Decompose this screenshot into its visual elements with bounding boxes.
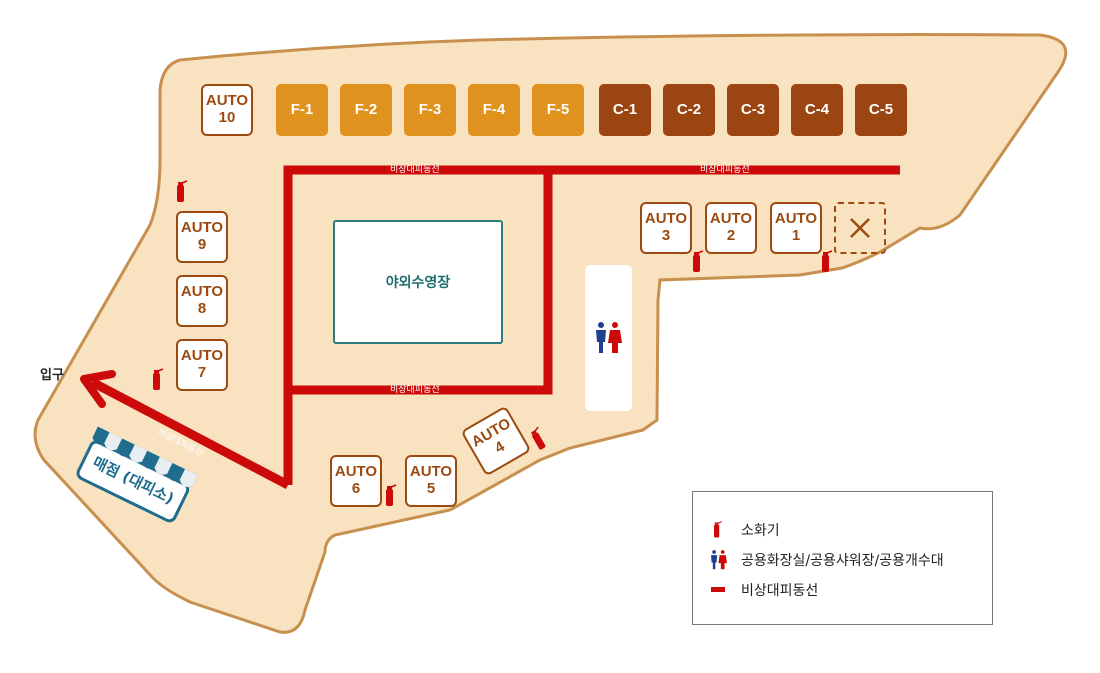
site-auto-7[interactable]: AUTO 7 xyxy=(176,339,228,391)
site-label: AUTO xyxy=(409,463,453,481)
site-number: 3 xyxy=(661,227,671,244)
route-label: 비상대피동선 xyxy=(390,165,440,175)
site-label: AUTO xyxy=(205,92,249,110)
legend-item-route: 비상대피동선 xyxy=(711,580,818,600)
site-f-5[interactable]: F-5 xyxy=(532,84,584,136)
store-shelter[interactable]: 매점 (대피소) xyxy=(72,426,200,527)
site-c-2[interactable]: C-2 xyxy=(663,84,715,136)
site-label: C-4 xyxy=(804,100,830,118)
site-auto-3[interactable]: AUTO 3 xyxy=(640,202,692,254)
legend-label: 공용화장실/공용샤워장/공용개수대 xyxy=(741,553,944,569)
legend-item-facilities: 공용화장실/공용샤워장/공용개수대 xyxy=(711,550,944,570)
fire-extinguisher-icon xyxy=(714,521,722,538)
site-auto-9[interactable]: AUTO 9 xyxy=(176,211,228,263)
site-auto-8[interactable]: AUTO 8 xyxy=(176,275,228,327)
site-c-4[interactable]: C-4 xyxy=(791,84,843,136)
site-c-1[interactable]: C-1 xyxy=(599,84,651,136)
site-label: C-5 xyxy=(868,100,894,118)
site-auto-2[interactable]: AUTO 2 xyxy=(705,202,757,254)
evacuation-route-main-loop xyxy=(283,165,900,485)
site-label: F-4 xyxy=(482,100,506,118)
legend-label: 소화기 xyxy=(741,523,780,539)
site-label: AUTO xyxy=(180,219,224,237)
site-number: 4 xyxy=(491,438,508,457)
evacuation-route-line-icon xyxy=(711,587,725,592)
restroom-people-icon xyxy=(711,550,727,570)
site-number: 2 xyxy=(726,227,736,244)
site-number: 7 xyxy=(197,364,207,381)
entrance-arrow-icon xyxy=(80,370,116,408)
site-label: F-5 xyxy=(546,100,570,118)
site-label: AUTO xyxy=(180,347,224,365)
site-label: C-1 xyxy=(612,100,638,118)
site-f-1[interactable]: F-1 xyxy=(276,84,328,136)
site-label: AUTO xyxy=(468,415,514,451)
legend-item-extinguisher: 소화기 xyxy=(711,520,780,540)
entrance-label: 입구 xyxy=(40,368,64,383)
outdoor-pool[interactable]: 야외수영장 xyxy=(333,220,503,344)
site-f-3[interactable]: F-3 xyxy=(404,84,456,136)
route-label: 비상대피동선 xyxy=(390,385,440,395)
site-c-5[interactable]: C-5 xyxy=(855,84,907,136)
site-label: F-1 xyxy=(290,100,314,118)
site-label: AUTO xyxy=(644,210,688,228)
site-number: 5 xyxy=(426,480,436,497)
site-label: F-3 xyxy=(418,100,442,118)
store-sign-icon xyxy=(76,426,198,523)
evacuation-route-exit-diagonal xyxy=(89,378,291,489)
x-mark-icon xyxy=(850,218,870,238)
site-number: 6 xyxy=(351,480,361,497)
site-label: AUTO xyxy=(180,283,224,301)
site-f-4[interactable]: F-4 xyxy=(468,84,520,136)
site-auto-1[interactable]: AUTO 1 xyxy=(770,202,822,254)
restroom-icon xyxy=(596,322,622,353)
site-label: AUTO xyxy=(709,210,753,228)
route-label: 비상대피동선 xyxy=(700,165,750,175)
evacuation-route-branch xyxy=(288,170,553,395)
legend-label: 비상대피동선 xyxy=(741,583,819,599)
site-auto-5[interactable]: AUTO 5 xyxy=(405,455,457,507)
site-number: 1 xyxy=(791,227,801,244)
site-f-2[interactable]: F-2 xyxy=(340,84,392,136)
evacuation-routes xyxy=(89,165,900,489)
site-number: 8 xyxy=(197,300,207,317)
site-label: F-2 xyxy=(354,100,378,118)
site-label: AUTO xyxy=(774,210,818,228)
site-number: 10 xyxy=(218,109,236,126)
site-auto-6[interactable]: AUTO 6 xyxy=(330,455,382,507)
pool-label: 야외수영장 xyxy=(385,275,451,291)
site-label: C-3 xyxy=(740,100,766,118)
closed-site xyxy=(834,202,886,254)
map-legend: 소화기 공용화장실/공용샤워장/공용개수대 비상대피동선 xyxy=(692,491,993,625)
site-label: C-2 xyxy=(676,100,702,118)
site-auto-10[interactable]: AUTO 10 xyxy=(201,84,253,136)
site-number: 9 xyxy=(197,236,207,253)
restroom-building xyxy=(585,265,632,411)
site-c-3[interactable]: C-3 xyxy=(727,84,779,136)
site-label: AUTO xyxy=(334,463,378,481)
